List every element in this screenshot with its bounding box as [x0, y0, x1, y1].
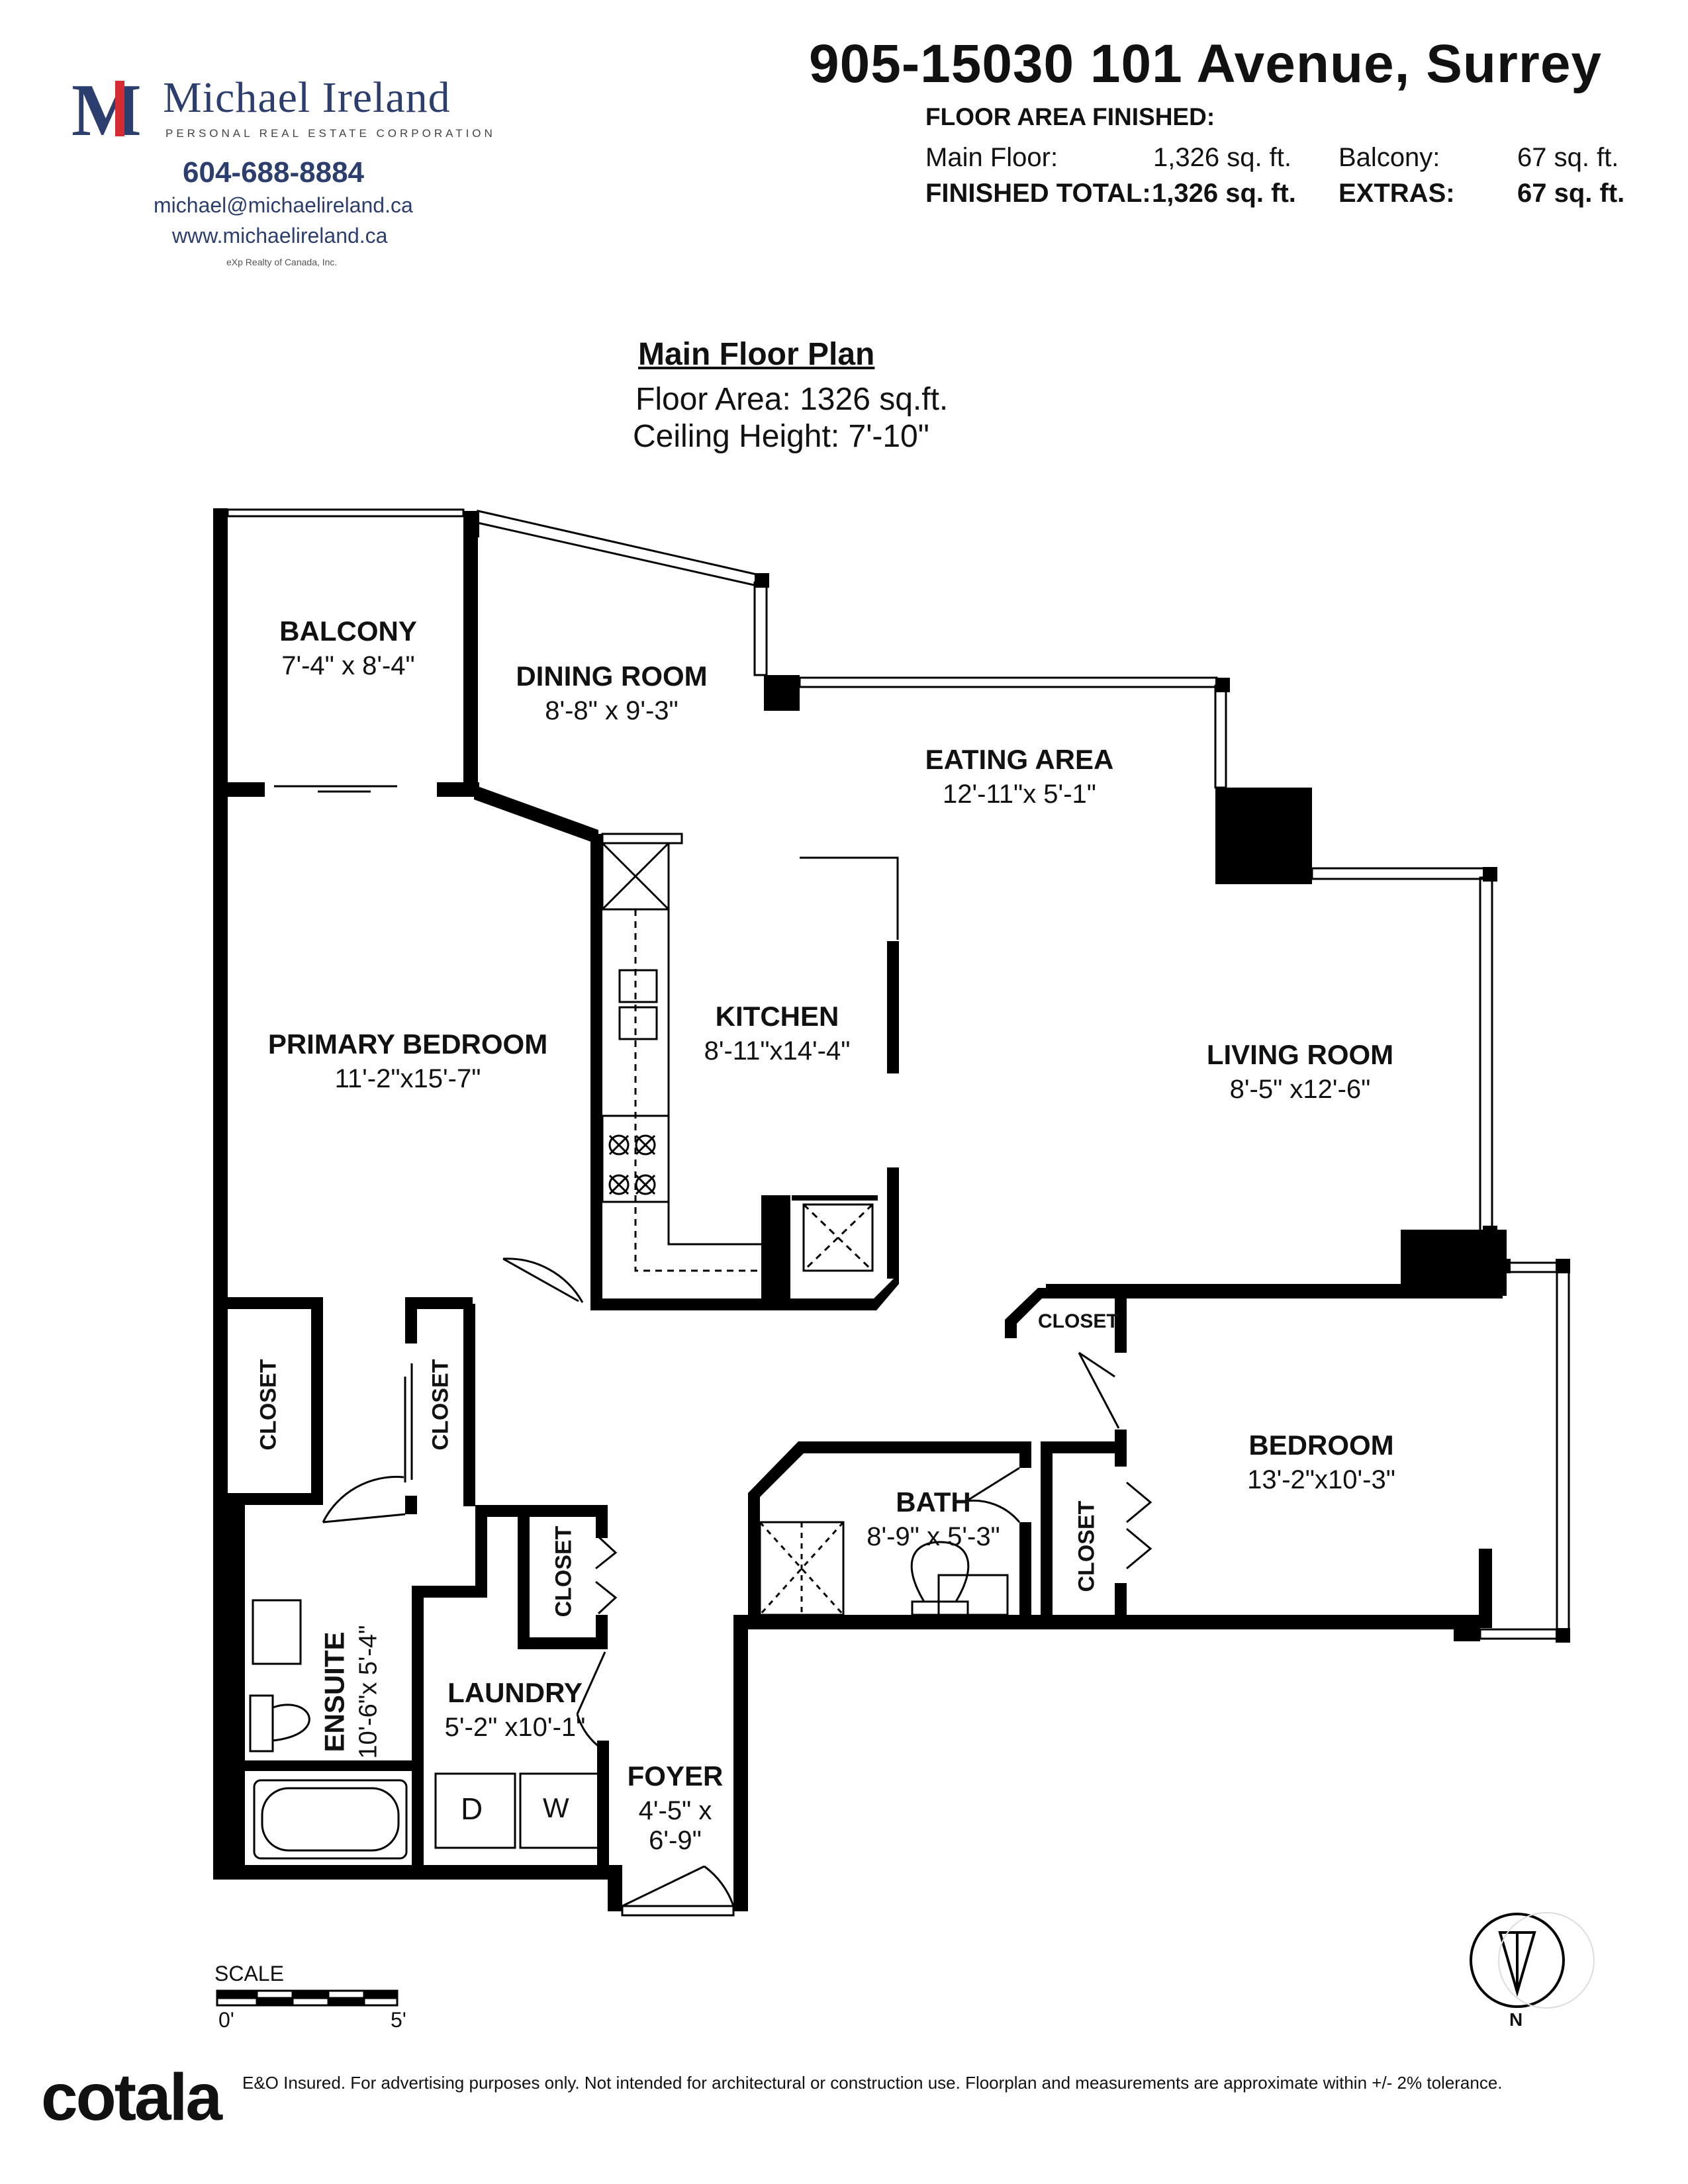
door-swings — [274, 584, 1152, 1907]
footer-disclaimer: E&O Insured. For advertising purposes on… — [242, 2073, 1503, 2093]
closet-label-primary-2: CLOSET — [428, 1359, 453, 1451]
kitchen-fixtures — [601, 833, 899, 1272]
svg-text:M: M — [71, 74, 142, 140]
closet-label-hall: CLOSET — [1038, 1310, 1119, 1332]
room-living-name: LIVING ROOM — [1206, 1039, 1394, 1070]
finished-total-label: FINISHED TOTAL: — [925, 179, 1151, 208]
interior-walls — [228, 834, 1492, 1880]
agent-website[interactable]: www.michaelireland.ca — [172, 224, 388, 248]
plan-floor-area: Floor Area: 1326 sq.ft. — [635, 382, 949, 417]
room-kitchen-dims: 8'-11"x14'-4" — [704, 1036, 851, 1066]
closet-label-primary-1: CLOSET — [256, 1359, 281, 1451]
room-laundry-dims: 5'-2" x10'-1" — [444, 1713, 586, 1742]
room-foyer-dims-1: 4'-5" x — [638, 1796, 712, 1825]
room-foyer-name: FOYER — [627, 1760, 724, 1792]
closet-label-laundry: CLOSET — [551, 1525, 577, 1617]
room-kitchen-name: KITCHEN — [715, 1001, 839, 1032]
room-bath-name: BATH — [896, 1486, 971, 1518]
room-dining-dims: 8'-8" x 9'-3" — [545, 696, 679, 725]
room-eating-area-dims: 12'-11"x 5'-1" — [943, 780, 1096, 809]
scale-label: SCALE — [214, 1962, 284, 1985]
room-primary-bedroom-name: PRIMARY BEDROOM — [267, 1028, 548, 1060]
brokerage-name: eXp Realty of Canada, Inc. — [226, 257, 338, 267]
plan-ceiling-height: Ceiling Height: 7'-10" — [633, 419, 929, 454]
room-foyer: FOYER 4'-5" x 6'-9" — [628, 1760, 724, 1856]
room-living: LIVING ROOM 8'-5" x12'-6" — [1207, 1039, 1393, 1105]
room-eating-area: EATING AREA 12'-11"x 5'-1" — [925, 744, 1114, 809]
extras-value: 67 sq. ft. — [1517, 179, 1625, 208]
room-ensuite-dims: 10'-6"x 5'-4" — [354, 1625, 383, 1759]
room-dining-name: DINING ROOM — [516, 660, 708, 692]
agent-email[interactable]: michael@michaelireland.ca — [154, 193, 413, 217]
room-balcony-dims: 7'-4" x 8'-4" — [281, 651, 415, 680]
cotala-logo: cotala — [41, 2060, 222, 2134]
scale-start: 0' — [218, 2008, 234, 2032]
room-balcony: BALCONY 7'-4" x 8'-4" — [279, 615, 417, 681]
room-eating-area-name: EATING AREA — [925, 744, 1114, 775]
property-address: 905-15030 101 Avenue, Surrey — [809, 34, 1603, 94]
room-primary-bedroom: PRIMARY BEDROOM 11'-2"x15'-7" — [268, 1028, 547, 1094]
compass-icon — [1470, 1912, 1595, 2009]
plan-title: Main Floor Plan — [638, 337, 875, 372]
room-balcony-name: BALCONY — [279, 615, 417, 647]
extras-label: EXTRAS: — [1338, 179, 1455, 208]
room-laundry-name: LAUNDRY — [447, 1677, 583, 1708]
room-bedroom-name: BEDROOM — [1248, 1430, 1394, 1461]
agent-phone[interactable]: 604-688-8884 — [183, 156, 365, 189]
room-laundry: LAUNDRY 5'-2" x10'-1" — [445, 1677, 586, 1743]
main-floor-value: 1,326 sq. ft. — [1153, 143, 1292, 172]
window-corner-blocks — [755, 573, 1570, 1643]
brand-name: Michael Ireland — [163, 73, 451, 122]
room-bedroom: BEDROOM 13'-2"x10'-3" — [1247, 1430, 1395, 1495]
room-ensuite: ENSUITE 10'-6"x 5'-4" — [319, 1606, 383, 1778]
compass-north-label: N — [1509, 2009, 1523, 2030]
wall-angle-dining — [474, 785, 598, 844]
scale-end: 5' — [391, 2008, 406, 2032]
bath-fixtures — [249, 1521, 1009, 1860]
room-primary-bedroom-dims: 11'-2"x15'-7" — [334, 1064, 481, 1093]
exterior-walls — [213, 508, 1507, 1911]
scale-bar-icon — [216, 1989, 399, 2007]
brand-subtitle: PERSONAL REAL ESTATE CORPORATION — [165, 127, 496, 140]
room-foyer-dims-2: 6'-9" — [649, 1826, 702, 1855]
room-living-dims: 8'-5" x12'-6" — [1229, 1075, 1371, 1104]
room-bath: BATH 8'-9" x 5'-3" — [867, 1486, 1000, 1552]
room-dining: DINING ROOM 8'-8" x 9'-3" — [516, 660, 707, 726]
dryer-label: D — [461, 1792, 483, 1826]
room-kitchen: KITCHEN 8'-11"x14'-4" — [704, 1001, 851, 1066]
room-bath-dims: 8'-9" x 5'-3" — [867, 1522, 1000, 1551]
washer-label: W — [543, 1792, 569, 1823]
company-logo-icon: M — [71, 74, 142, 140]
balcony-area-value: 67 sq. ft. — [1517, 143, 1619, 172]
room-bedroom-dims: 13'-2"x10'-3" — [1247, 1465, 1395, 1494]
finished-total-value: 1,326 sq. ft. — [1152, 179, 1296, 208]
floor-area-heading: FLOOR AREA FINISHED: — [925, 103, 1215, 130]
balcony-area-label: Balcony: — [1338, 143, 1440, 172]
room-ensuite-name: ENSUITE — [318, 1631, 350, 1752]
main-floor-label: Main Floor: — [925, 143, 1058, 172]
closet-label-bedroom: CLOSET — [1074, 1500, 1100, 1592]
